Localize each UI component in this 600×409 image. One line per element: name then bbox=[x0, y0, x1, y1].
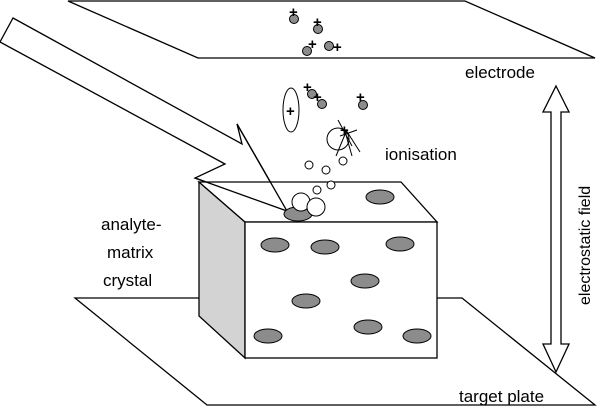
ionisation-label: ionisation bbox=[385, 145, 457, 164]
plume-bubble bbox=[312, 185, 322, 195]
crystal-spot bbox=[350, 273, 380, 289]
crystal-spot bbox=[385, 236, 415, 252]
ionisation-plus: + bbox=[340, 122, 349, 139]
ion: + bbox=[289, 4, 299, 24]
plume-bubble bbox=[326, 180, 336, 190]
ion: + bbox=[324, 39, 342, 56]
electrode-label: electrode bbox=[465, 63, 535, 82]
ion: + bbox=[302, 36, 317, 56]
ion-cluster bbox=[282, 87, 300, 133]
crystal-spot bbox=[260, 237, 290, 253]
crystal-spot bbox=[253, 328, 283, 344]
ionisation-burst bbox=[335, 119, 361, 157]
crystal-label-line1: analyte- bbox=[101, 215, 161, 234]
svg-text:+: + bbox=[356, 89, 365, 106]
electrode-plate bbox=[67, 0, 596, 59]
ion: + bbox=[313, 89, 327, 109]
crystal-spot bbox=[365, 189, 395, 205]
svg-text:+: + bbox=[308, 36, 317, 53]
crystal-spot bbox=[402, 328, 432, 344]
svg-text:+: + bbox=[333, 39, 342, 56]
plume-bubble bbox=[306, 197, 326, 217]
electrostatic-field-arrow bbox=[541, 84, 571, 374]
crystal-spot bbox=[353, 319, 383, 335]
plume-bubble bbox=[321, 165, 331, 175]
ion-plus: + bbox=[286, 103, 295, 120]
ion: + bbox=[303, 79, 317, 99]
electrostatic-field-label: electrostatic field bbox=[577, 186, 594, 305]
svg-text:+: + bbox=[313, 14, 322, 31]
ion: + bbox=[313, 14, 323, 34]
svg-text:+: + bbox=[289, 4, 298, 21]
crystal-spot bbox=[291, 293, 321, 309]
svg-text:+: + bbox=[303, 79, 312, 96]
target-plate-label: target plate bbox=[459, 387, 544, 406]
svg-text:+: + bbox=[313, 89, 322, 106]
crystal-spot bbox=[310, 239, 340, 255]
plume-bubble bbox=[304, 160, 314, 170]
crystal-label-line3: crystal bbox=[103, 271, 152, 290]
crystal-label-line2: matrix bbox=[107, 243, 154, 262]
plume-bubble bbox=[338, 156, 348, 166]
ion: + bbox=[356, 89, 368, 110]
